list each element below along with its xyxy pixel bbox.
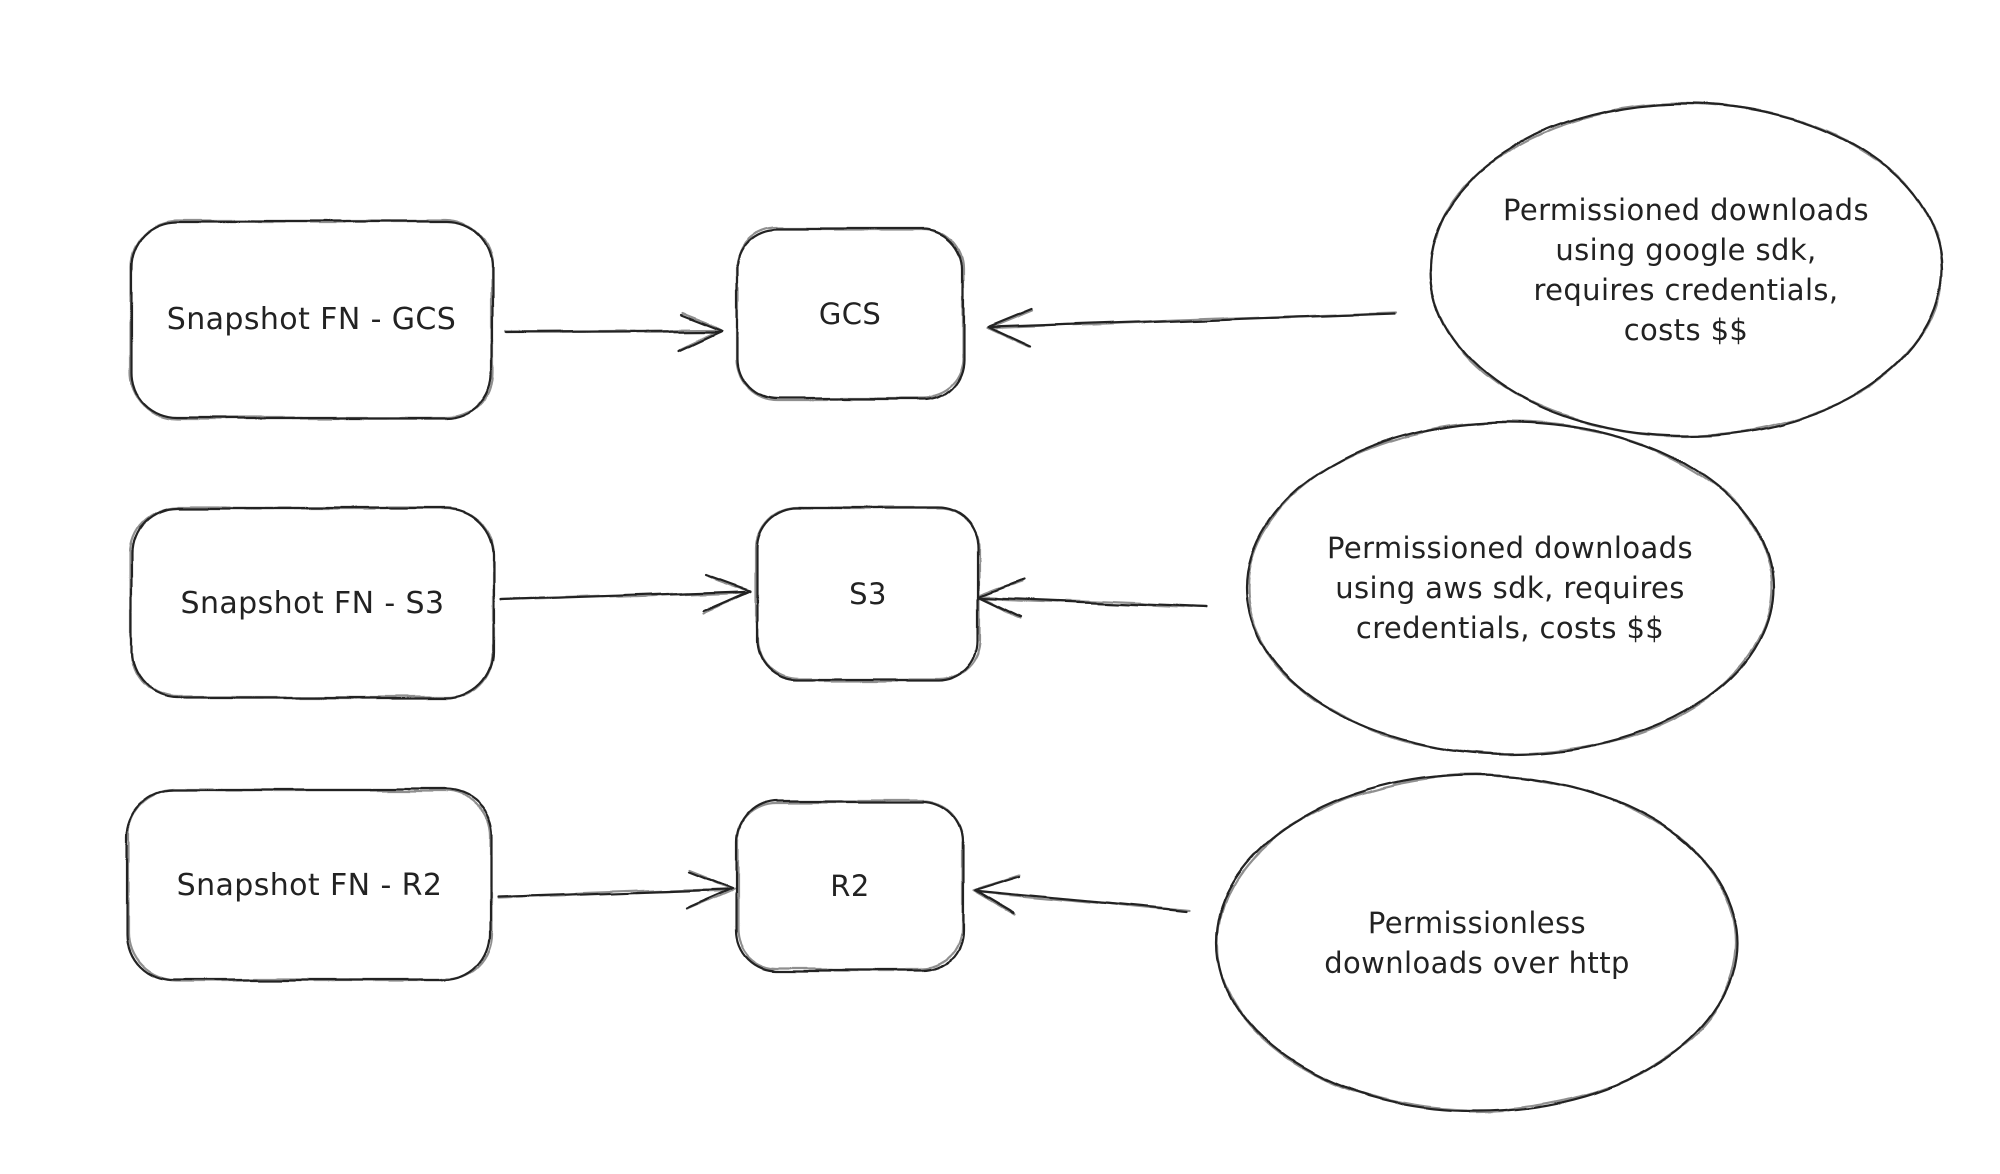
sketch-stroke-pass-1 <box>126 102 1944 1113</box>
sketch-stroke-pass-2 <box>126 102 1944 1113</box>
